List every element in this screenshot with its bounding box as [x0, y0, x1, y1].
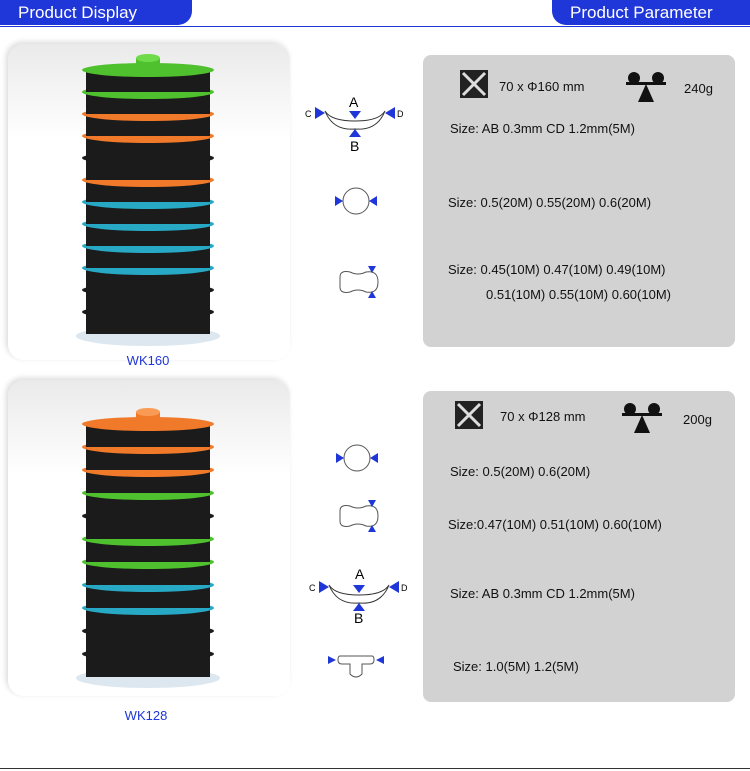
parameter-panel-wk128: 70 x Φ128 mm 200g Size: 0.5(20M) 0.6(20M…: [423, 391, 735, 702]
spec-text-3: Size: 0.45(10M) 0.47(10M) 0.49(10M): [448, 262, 666, 277]
svg-text:D: D: [401, 583, 408, 593]
tab-product-display[interactable]: Product Display: [0, 0, 192, 25]
twisted-line-shape-icon: A B C D: [309, 566, 408, 626]
round-line-shape-icon: [335, 187, 377, 215]
svg-text:B: B: [354, 610, 363, 626]
svg-text:A: A: [355, 566, 365, 582]
weight-value: 200g: [683, 412, 712, 427]
tab-product-parameter[interactable]: Product Parameter: [552, 0, 750, 25]
peanut-line-shape-icon: [339, 500, 379, 532]
svg-text:C: C: [305, 109, 312, 119]
spool-stack-image: [76, 54, 220, 346]
weight-scale-icon: [626, 72, 666, 102]
parameter-panel-wk160: 70 x Φ160 mm 240g Size: AB 0.3mm CD 1.2m…: [423, 55, 735, 347]
round-line-shape-icon: [336, 444, 378, 472]
peanut-line-shape-icon: [339, 266, 379, 298]
weight-value: 240g: [684, 81, 713, 96]
product-photo-wk160: [8, 44, 290, 360]
svg-text:D: D: [397, 109, 404, 119]
spec-text-2: Size: 0.5(20M) 0.55(20M) 0.6(20M): [448, 195, 652, 210]
weight-scale-icon: [622, 403, 662, 433]
t-shape-line-icon: [328, 655, 384, 678]
svg-text:A: A: [349, 94, 359, 110]
svg-text:B: B: [350, 138, 359, 153]
size-label: 70 x Φ128 mm: [500, 409, 586, 424]
product-photo-wk128: [8, 380, 290, 696]
model-label-wk128: WK128: [124, 708, 168, 723]
spec-text-4: Size: 1.0(5M) 1.2(5M): [453, 659, 579, 674]
model-label-wk160: WK160: [126, 353, 170, 368]
spec-text-1: Size: AB 0.3mm CD 1.2mm(5M): [450, 121, 635, 136]
svg-text:C: C: [309, 583, 316, 593]
spool-stack-image: [76, 408, 220, 688]
header-divider: [0, 26, 750, 27]
spec-text-3b: 0.51(10M) 0.55(10M) 0.60(10M): [486, 287, 671, 302]
dimension-icon: [455, 401, 483, 429]
spec-text-1: Size: 0.5(20M) 0.6(20M): [450, 464, 591, 479]
footer-divider: [0, 768, 750, 769]
dimension-icon: [460, 70, 488, 98]
spec-text-3: Size: AB 0.3mm CD 1.2mm(5M): [450, 586, 635, 601]
twisted-line-shape-icon: A B C D: [305, 94, 404, 153]
size-label: 70 x Φ160 mm: [499, 79, 585, 94]
spec-text-2: Size:0.47(10M) 0.51(10M) 0.60(10M): [448, 517, 662, 532]
